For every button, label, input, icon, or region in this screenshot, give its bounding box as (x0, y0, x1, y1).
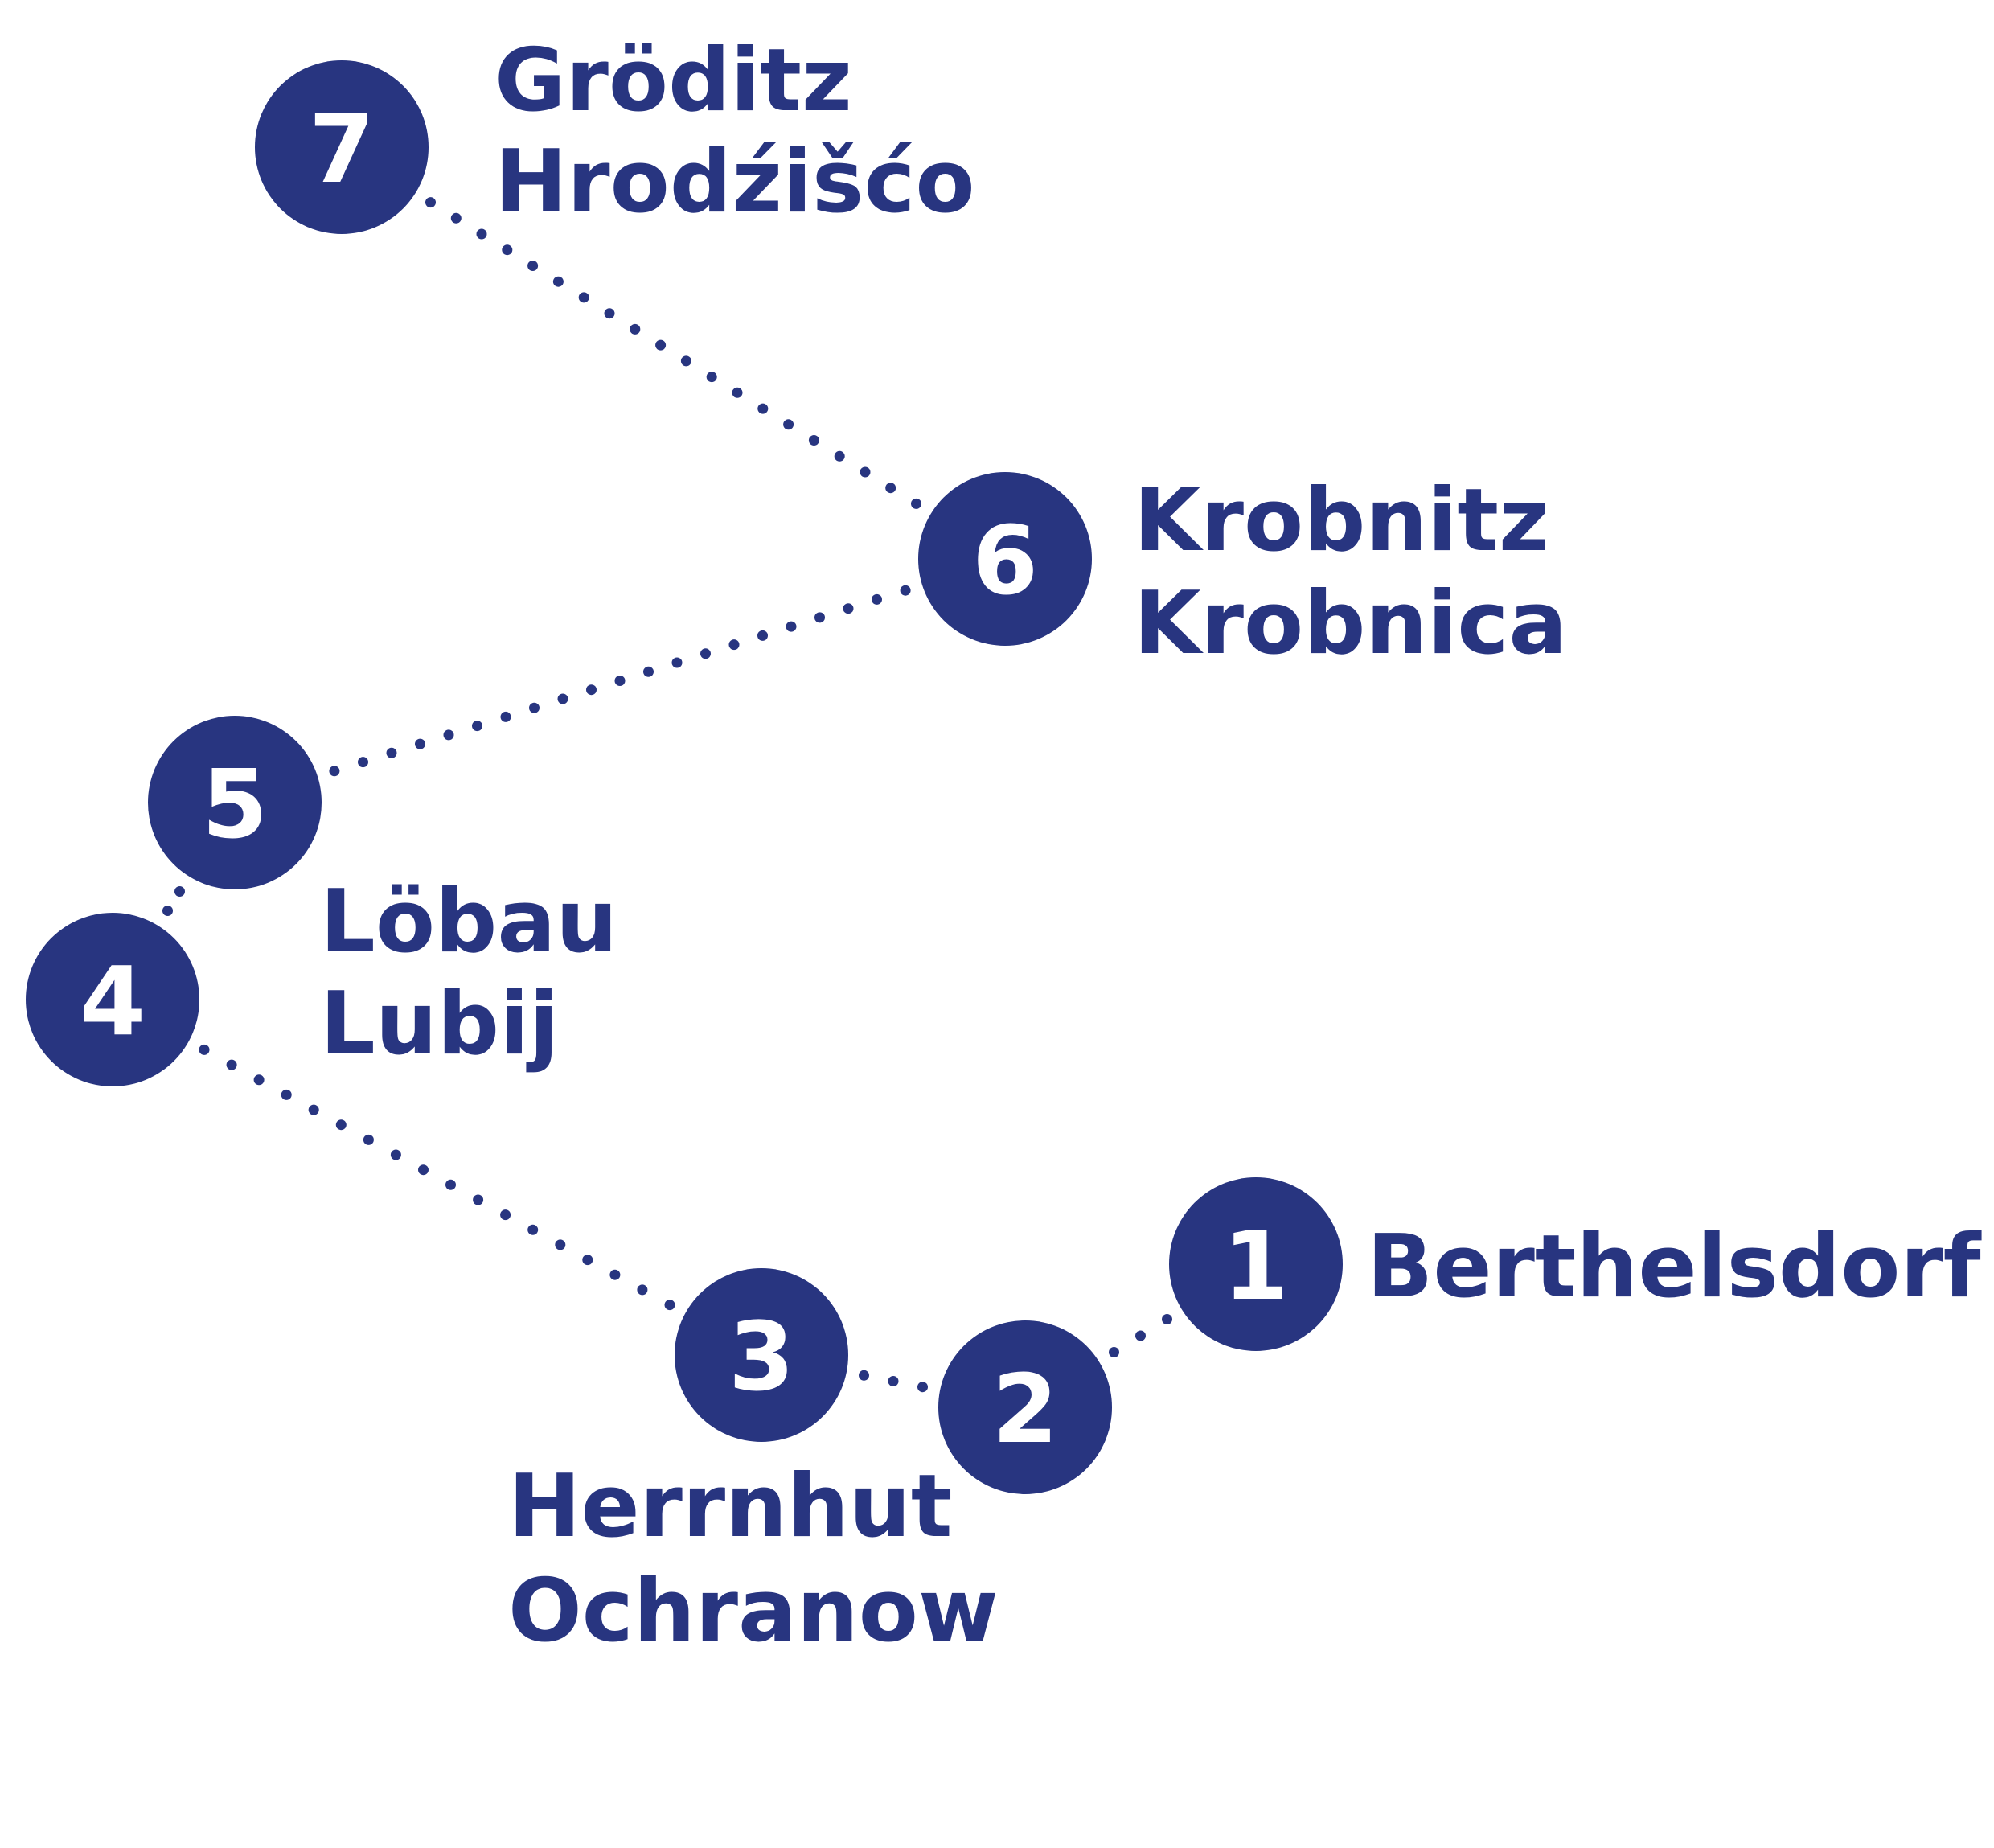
connector-dot (450, 212, 462, 224)
connector-dot (655, 339, 667, 351)
stop-5[interactable]: 5 Löbau Lubij (148, 716, 617, 1074)
stop-4[interactable]: 4 (26, 913, 199, 1086)
connector-dot (162, 906, 173, 916)
stop-3[interactable]: 3 Herrnhut Ochranow (508, 1268, 999, 1661)
connector-dot (578, 292, 589, 303)
stop-3-circle (675, 1268, 848, 1442)
connector-dot (390, 1149, 401, 1160)
stop-2-circle (938, 1320, 1112, 1494)
stop-5-number: 5 (202, 749, 268, 860)
connector-dot (888, 1376, 899, 1386)
stop-6-number: 6 (972, 505, 1038, 616)
connector-dot (860, 466, 871, 478)
connector-dot (308, 1104, 319, 1115)
connector-dot (1109, 1347, 1119, 1357)
stop-1[interactable]: 1 Berthelsdorf (1169, 1177, 1982, 1351)
connector-dot (900, 585, 911, 596)
connector-dot (728, 639, 740, 651)
connector-dot (527, 1224, 539, 1235)
connector-dot (814, 612, 825, 623)
stop-4-number: 4 (80, 946, 146, 1057)
connector-dot (1162, 1314, 1172, 1324)
connector-dot (472, 721, 482, 732)
stop-7-circle (255, 60, 429, 234)
stop-2[interactable]: 2 (938, 1320, 1112, 1494)
connector-dot (476, 228, 487, 240)
connector-dot (500, 1209, 511, 1221)
connector-dot (808, 435, 819, 446)
connector-dot (700, 648, 711, 659)
connector-dot (557, 693, 568, 704)
stop-6-name-de: Krobnitz (1134, 470, 1549, 571)
connector-dot (872, 593, 882, 605)
stop-6-name-hsb: Krobnica (1134, 573, 1567, 674)
connector-dot (911, 498, 921, 509)
stop-1-number: 1 (1223, 1210, 1289, 1321)
connector-dot (329, 766, 340, 777)
connector-dot (527, 261, 539, 271)
connector-dot (555, 1239, 566, 1250)
stop-3-name-hsb: Ochranow (508, 1561, 999, 1661)
connector-dot (609, 1269, 621, 1280)
connector-dot (783, 419, 794, 430)
stop-5-name-de: Löbau (320, 872, 617, 972)
connector-dot (253, 1074, 265, 1086)
connector-dot (335, 1119, 347, 1131)
connector-dot (706, 372, 717, 383)
stop-3-name-de: Herrnhut (508, 1456, 952, 1557)
connector-dot (586, 684, 597, 696)
connector-dot (386, 747, 397, 758)
connector-dot (425, 197, 436, 208)
stop-1-name-de: Berthelsdorf (1367, 1217, 1982, 1317)
stop-5-circle (148, 716, 322, 889)
stop-2-number: 2 (992, 1353, 1058, 1464)
connector-dot (671, 657, 683, 668)
stop-7-name-hsb: Hrodźišćo (494, 132, 975, 232)
connector-dot (859, 1370, 869, 1381)
connector-dot (843, 603, 854, 614)
connector-dot (664, 1300, 675, 1311)
stop-1-circle (1169, 1177, 1343, 1351)
connector-dot (418, 1164, 429, 1176)
connector-dot (552, 276, 564, 287)
connector-dot (604, 308, 615, 319)
connector-dot (363, 1134, 374, 1145)
connector-dot (732, 387, 743, 398)
connector-dot (415, 738, 425, 749)
stop-7-name-de: Gröditz (494, 31, 852, 131)
connector-dot (445, 1179, 456, 1190)
connector-dot (757, 403, 769, 414)
connector-dot (630, 323, 641, 335)
connector-dot (643, 666, 654, 677)
connector-dot (757, 630, 768, 641)
connector-dot (680, 355, 691, 367)
stop-7[interactable]: 7 Gröditz Hrodźišćo (255, 31, 975, 234)
connector-dot (281, 1089, 292, 1100)
connector-dot (226, 1059, 237, 1070)
stop-5-name-hsb: Lubij (320, 974, 559, 1074)
connector-dot (174, 886, 185, 897)
connector-dot (473, 1194, 484, 1205)
connector-dot (834, 450, 845, 462)
connector-dot (1135, 1330, 1146, 1341)
stop-6-circle (918, 472, 1092, 646)
stop-6[interactable]: 6 Krobnitz Krobnica (918, 470, 1567, 674)
route-connectors (162, 197, 1172, 1393)
stop-4-circle (26, 913, 199, 1086)
connector-dot (637, 1284, 648, 1296)
connector-dot (786, 621, 797, 632)
connector-dot (885, 483, 896, 494)
connector-dot (199, 1044, 210, 1055)
stop-7-number: 7 (309, 93, 375, 204)
connector-dot (529, 702, 540, 713)
connector-dot (502, 244, 513, 256)
connector-dot (614, 676, 626, 686)
connector-dot (917, 1382, 928, 1393)
connector-dot (358, 757, 368, 768)
connector-dot (500, 711, 511, 722)
stop-3-number: 3 (728, 1301, 794, 1412)
connector-dot (443, 729, 454, 741)
connector-dot (582, 1255, 593, 1266)
